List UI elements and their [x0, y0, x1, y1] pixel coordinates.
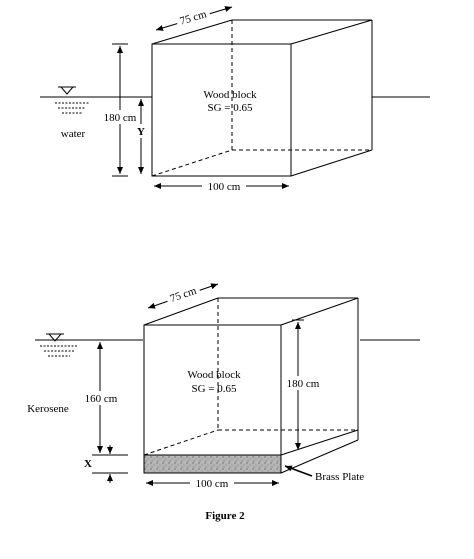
block-bottom-right-edge	[290, 149, 373, 177]
fig2-submerged-label: 160 cm	[85, 393, 118, 405]
fig2-block-sg: SG = 0.65	[191, 383, 237, 395]
fig1-width-label: 100 cm	[208, 181, 241, 193]
block2-hidden-edges	[143, 298, 358, 456]
block2-top-right-edge	[280, 297, 359, 326]
block-top-right-edge	[290, 19, 373, 45]
fig1-submerged-label: Y	[137, 126, 145, 138]
brass-plate	[143, 454, 282, 474]
block-front-face-2	[143, 324, 282, 456]
block-hidden-edges	[151, 20, 372, 177]
fig2-fluid-label: Kerosene	[27, 403, 69, 415]
free-surface-symbol	[55, 86, 90, 114]
plate-right-top-edge	[280, 429, 359, 456]
block-front-face	[151, 43, 292, 177]
fig1-depth-label: 75 cm	[179, 8, 209, 28]
fig2-plate-label: Brass Plate	[315, 471, 364, 483]
fig2-width-label: 100 cm	[196, 478, 229, 490]
block2-bottom-right-edge	[280, 439, 359, 474]
fig1-height-label: 180 cm	[104, 112, 137, 124]
plate-pointer-arrow	[284, 465, 313, 477]
fig1-fluid-label: water	[61, 128, 86, 140]
figure-2	[35, 283, 420, 486]
fig2-plate-thickness-label: X	[84, 458, 92, 470]
figure-caption: Figure 2	[205, 510, 245, 522]
fig1-block-name: Wood block	[203, 89, 257, 101]
free-surface-symbol-2	[40, 333, 78, 357]
fig2-depth-label: 75 cm	[169, 285, 199, 305]
fig1-block-sg: SG = 0.65	[207, 102, 253, 114]
fig2-block-name: Wood block	[187, 369, 241, 381]
fig2-height-label: 180 cm	[287, 378, 320, 390]
figure-1	[40, 6, 430, 189]
